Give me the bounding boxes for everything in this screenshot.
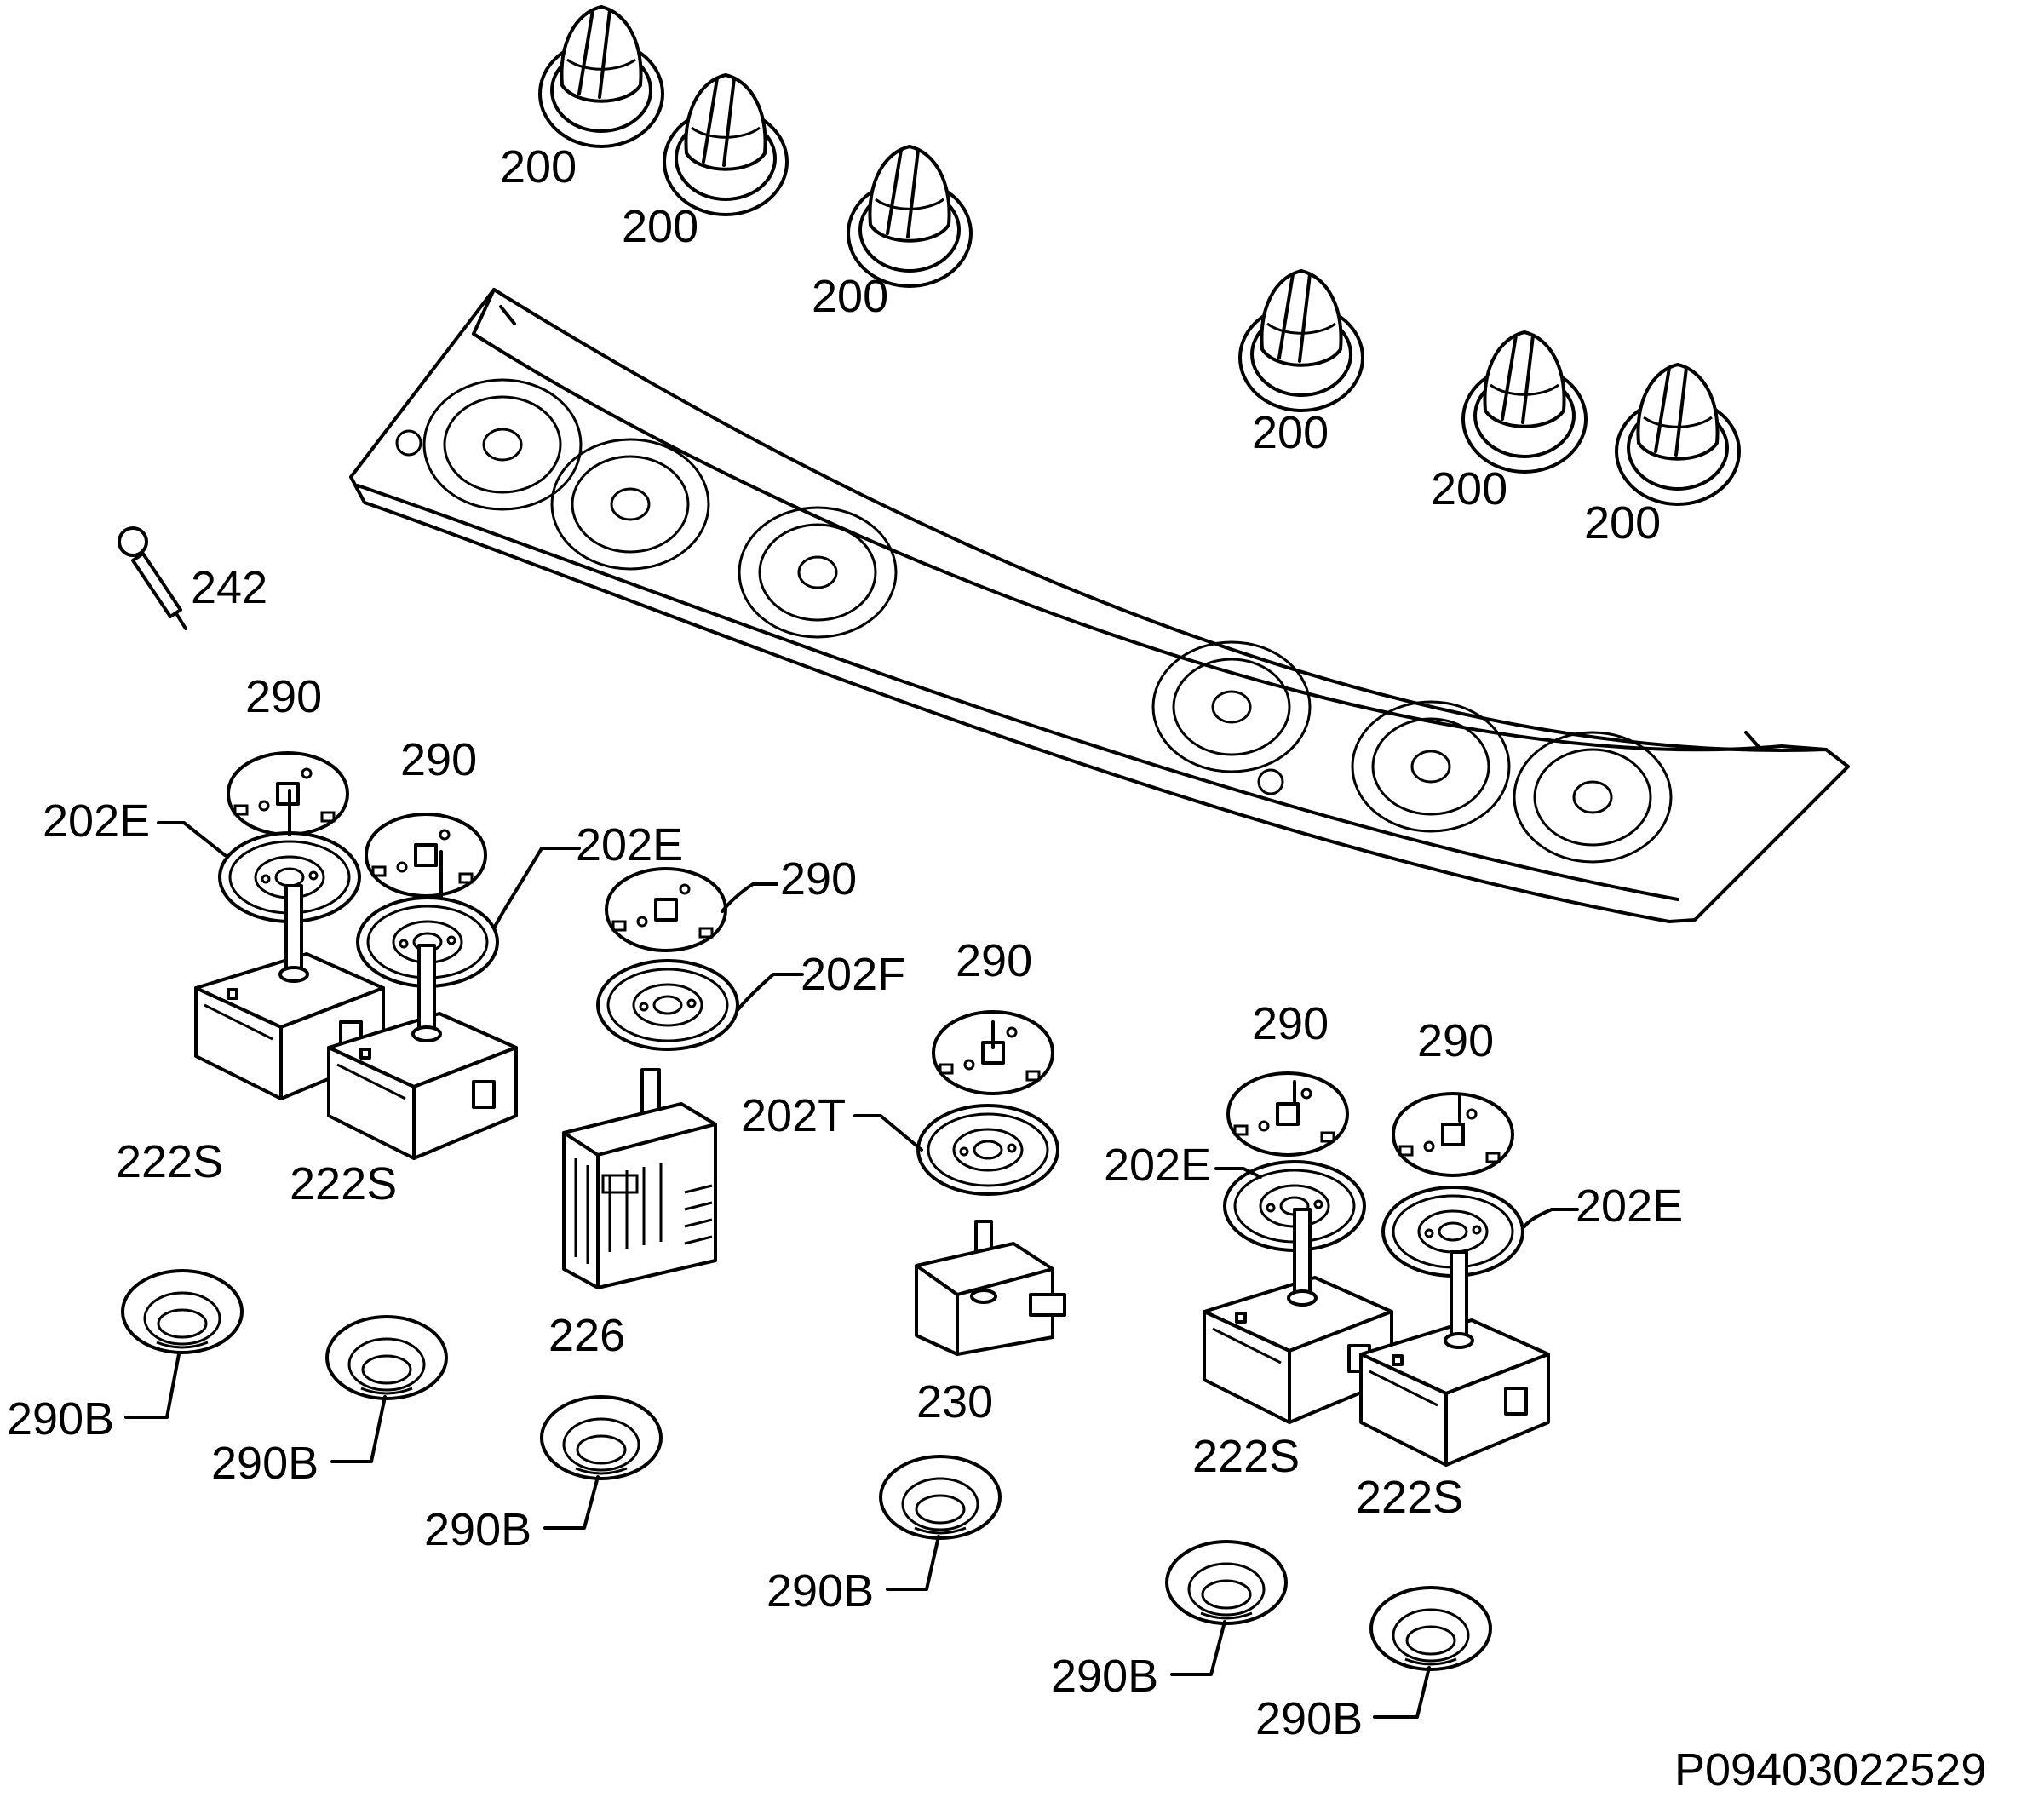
spindle-plate-2 [365,813,487,898]
knob-label-4: 200 [1252,407,1329,458]
regulator-label-2: 222S [290,1158,397,1209]
knob-label-5: 200 [1431,463,1507,514]
knob-4 [1238,269,1364,412]
control-panel [349,288,1850,923]
knob-3 [847,145,973,288]
bush-label-1: 290B [7,1393,114,1445]
ignition-label: 242 [191,562,267,613]
spindle-plate-6 [1392,1092,1514,1177]
bush-2 [325,1315,448,1400]
bezel-label-2: 202E [576,819,683,870]
bush-1 [121,1269,244,1354]
thermostat [915,1220,1066,1356]
bush-label-5: 290B [1051,1651,1158,1702]
bush-3 [540,1395,663,1480]
knob-label-2: 200 [622,201,698,252]
selector-switch [562,1068,717,1289]
thermostat-label: 230 [916,1376,993,1427]
knob-label-3: 200 [812,271,888,322]
plate-label-4: 290 [956,935,1032,986]
energy-regulator-4 [1359,1250,1550,1467]
bezel-4 [916,1104,1059,1196]
bezel-label-4: 202T [741,1090,846,1141]
bezel-label-3: 202F [801,949,905,1000]
bezel-label-5: 202E [1104,1140,1211,1191]
regulator-label-4: 222S [1356,1472,1463,1523]
knob-2 [663,73,789,216]
spindle-plate-3 [605,867,727,952]
leader-lines [124,789,1579,1719]
bezel-label-6: 202E [1576,1180,1683,1232]
knob-6 [1615,363,1741,506]
plate-label-6: 290 [1417,1015,1494,1066]
ignition-switch [118,526,187,630]
regulator-label-3: 222S [1192,1431,1300,1482]
bush-5 [1165,1540,1288,1625]
plate-label-3: 290 [780,853,857,905]
bush-label-6: 290B [1255,1693,1363,1744]
plate-label-5: 290 [1252,998,1329,1049]
knob-label-1: 200 [500,141,577,192]
selector-label: 226 [548,1310,625,1361]
bush-label-2: 290B [211,1438,319,1489]
bush-4 [879,1455,1002,1540]
bush-label-3: 290B [424,1504,531,1555]
bezel-3 [596,959,739,1051]
regulator-label-1: 222S [116,1136,223,1187]
bezel-label-1: 202E [43,795,150,847]
knob-1 [538,5,664,148]
knob-5 [1461,330,1588,474]
spindle-plate-5 [1226,1071,1349,1157]
document-id: P09403022529 [1674,1744,1986,1795]
bush-6 [1369,1586,1492,1671]
plate-label-1: 290 [245,671,322,722]
bush-label-4: 290B [766,1565,874,1617]
plate-label-2: 290 [400,734,477,785]
knob-label-6: 200 [1584,497,1661,549]
